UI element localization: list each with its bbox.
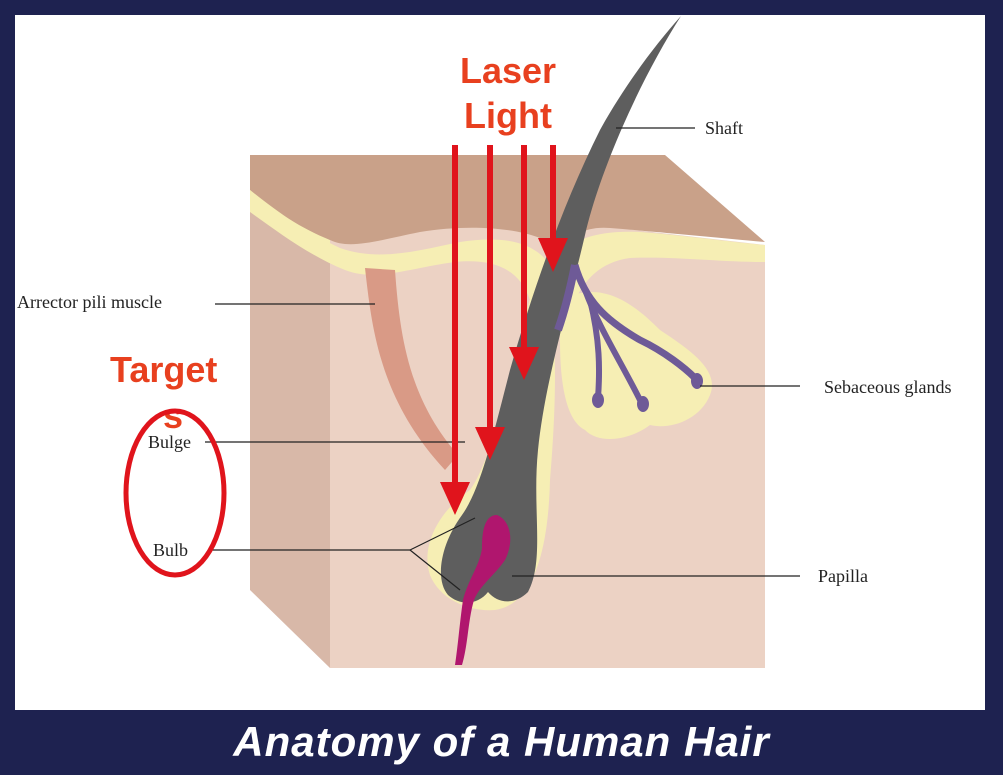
laser-arrowhead: [440, 482, 470, 515]
label-bulb: Bulb: [153, 540, 188, 560]
label-shaft: Shaft: [705, 118, 743, 138]
laser-light-title-line1: Laser: [460, 50, 556, 91]
label-bulge: Bulge: [148, 432, 191, 452]
target-circle: [123, 408, 227, 578]
laser-arrows: [440, 145, 568, 515]
arrector-pili-muscle: [365, 268, 458, 470]
sebaceous-duct: [587, 299, 603, 399]
sebaceous-gland-tip: [691, 373, 703, 389]
label-papilla: Papilla: [818, 566, 868, 586]
sebaceous-duct: [554, 264, 579, 332]
laser-arrowhead: [475, 427, 505, 460]
skin-block-side: [250, 160, 330, 668]
label-sebaceous-glands: Sebaceous glands: [824, 377, 951, 397]
laser-arrowhead: [538, 238, 568, 272]
sebaceous-gland-tip: [592, 392, 604, 408]
skin-top-surface: [250, 155, 765, 250]
sebaceous-gland-tip: [637, 396, 649, 412]
targets-title-line1: Target: [110, 349, 217, 390]
laser-arrowhead: [509, 347, 539, 380]
label-arrector-pili-muscle: Arrector pili muscle: [17, 292, 162, 312]
laser-light-title-line2: Light: [464, 95, 552, 136]
caption-title: Anatomy of a Human Hair: [233, 718, 770, 765]
targets-title-line2: s: [163, 395, 183, 436]
papilla: [455, 515, 511, 665]
